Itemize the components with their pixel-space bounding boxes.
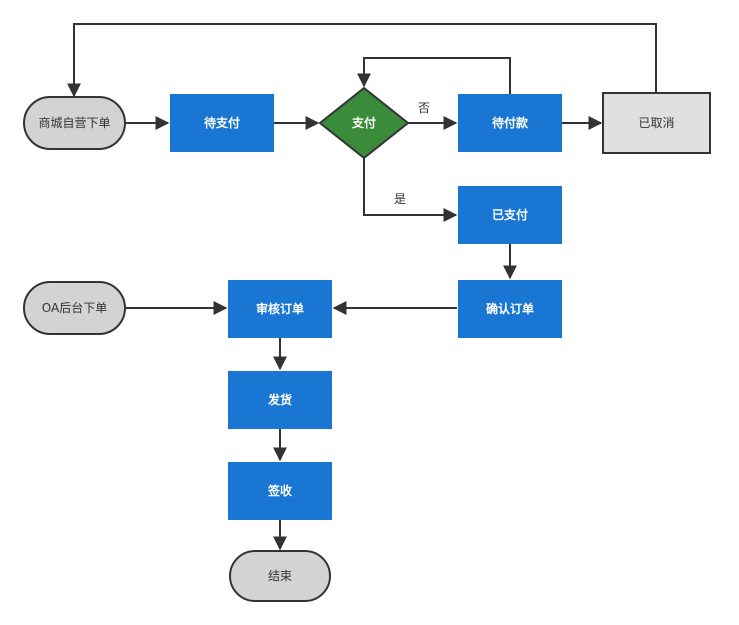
node-review-order: 审核订单 (228, 280, 332, 338)
terminal-shape (23, 96, 126, 150)
process-shape (458, 186, 562, 244)
node-ship: 发货 (228, 371, 332, 429)
node-label: 发货 (267, 392, 292, 407)
node-end: 结束 (229, 550, 331, 602)
node-label: 商城自营下单 (38, 115, 110, 130)
node-label: 确认订单 (486, 301, 534, 316)
node-label: 支付 (351, 115, 376, 130)
edge-awaiting-loop-to-pay (357, 57, 511, 94)
node-mall-order: 商城自营下单 (23, 96, 126, 150)
process-shape (228, 371, 332, 429)
node-awaiting-payment: 待付款 (458, 94, 562, 152)
process-shape (228, 280, 332, 338)
terminal-shape (229, 550, 331, 602)
edges (67, 23, 657, 551)
node-label: 已取消 (638, 116, 674, 130)
edge-label-yes: 是 (394, 192, 406, 206)
terminal-shape (23, 281, 126, 335)
node-paid: 已支付 (458, 186, 562, 244)
cancelled-shape (602, 92, 711, 154)
edge-label-no: 否 (418, 101, 430, 115)
node-label: 待支付 (204, 115, 240, 130)
node-confirm-order: 确认订单 (458, 280, 562, 338)
node-oa-order: OA后台下单 (23, 281, 126, 335)
node-pending-pay: 待支付 (170, 94, 274, 152)
node-cancelled: 已取消 (602, 92, 711, 154)
node-label: 结束 (268, 569, 292, 583)
process-shape (458, 94, 562, 152)
node-pay-decision: 支付 (318, 86, 410, 160)
node-label: 审核订单 (256, 301, 304, 316)
node-label: 待付款 (492, 115, 529, 130)
edge-cancelled-to-mall (67, 23, 657, 98)
node-label: 已支付 (492, 207, 528, 222)
decision-shape (318, 86, 410, 160)
process-shape (458, 280, 562, 338)
process-shape (228, 462, 332, 520)
node-label: 签收 (267, 483, 292, 498)
edge-pay-to-paid (363, 158, 458, 222)
process-shape (170, 94, 274, 152)
node-sign: 签收 (228, 462, 332, 520)
node-label: OA后台下单 (42, 300, 107, 315)
